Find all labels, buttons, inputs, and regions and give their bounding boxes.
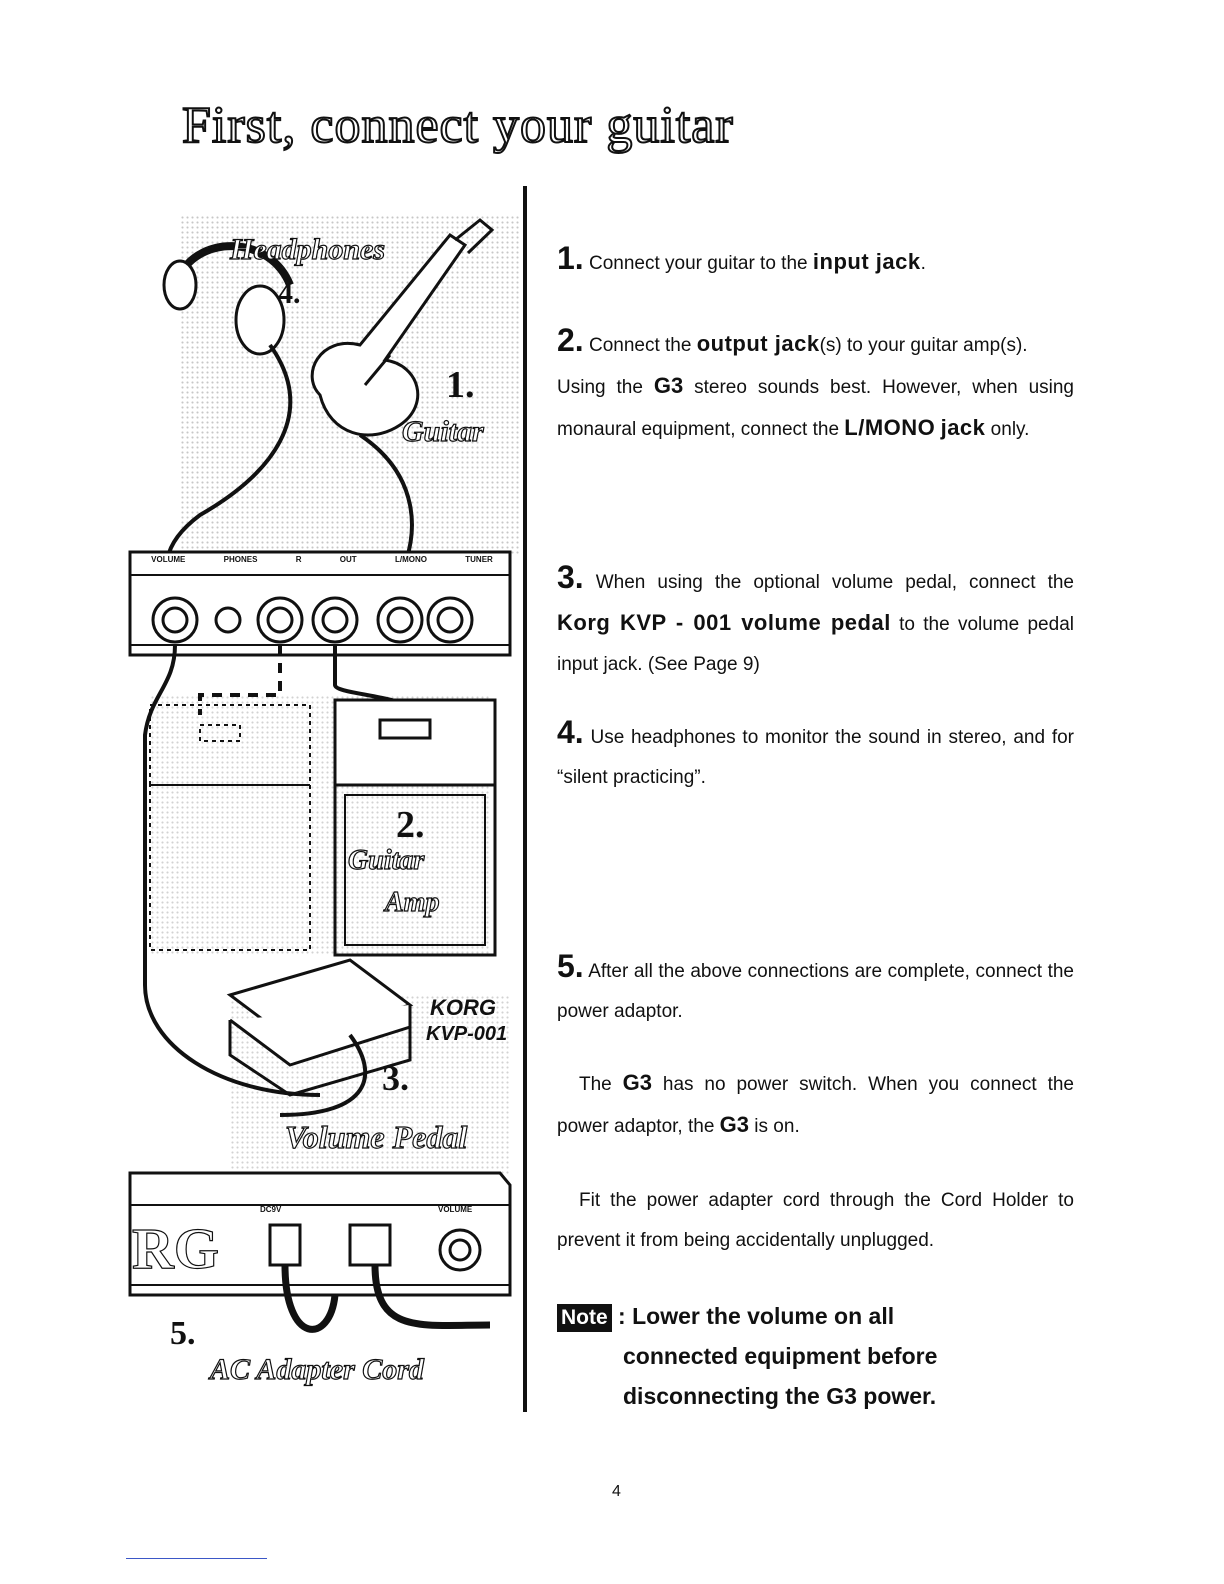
- brand-name: G3: [719, 1112, 750, 1137]
- brand-name: G3: [653, 373, 684, 398]
- step-emphasis: output jack: [696, 331, 820, 356]
- cord-holder-text: Fit the power adapter cord through the C…: [557, 1190, 1074, 1251]
- panel-label: R: [295, 555, 302, 564]
- pedal-label: Volume Pedal: [284, 1118, 468, 1155]
- headphones-icon: [176, 242, 294, 287]
- pedal-brand: KORG: [430, 995, 496, 1020]
- power-paragraph: The G3 has no power switch. When you con…: [557, 1063, 1074, 1147]
- panel-label: TUNER: [465, 555, 493, 564]
- panel-label: OUT: [339, 555, 357, 564]
- step-text: stereo sounds best. However, when using …: [557, 377, 1075, 440]
- second-amp-outline: [149, 704, 311, 951]
- step-4: 4. Use headphones to monitor the sound i…: [557, 712, 1074, 798]
- step-text: Use headphones to monitor the sound in s…: [557, 727, 1074, 788]
- step-text: After all the above connections are comp…: [557, 961, 1074, 1022]
- step-text: Connect the: [588, 335, 697, 356]
- step-emphasis-suffix: (s): [819, 335, 842, 356]
- step-number: 1.: [557, 240, 584, 276]
- column-divider: [523, 186, 527, 1412]
- panel-label: L/MONO: [394, 555, 427, 564]
- step-number: 3.: [557, 559, 584, 595]
- pedal-step-number: 3.: [382, 1058, 409, 1098]
- step-number: 5.: [557, 948, 584, 984]
- panel-label: VOLUME: [151, 555, 186, 564]
- step-text: Using the: [557, 377, 654, 398]
- guitar-label: Guitar: [401, 414, 484, 448]
- step-emphasis: Korg KVP - 001 volume pedal: [557, 610, 891, 635]
- step-text: only.: [985, 419, 1030, 440]
- footer-rule: [126, 1558, 267, 1559]
- page-number: 4: [612, 1483, 621, 1500]
- brand-name: G3: [826, 1383, 857, 1409]
- back-panel-label-volume: VOLUME: [438, 1205, 473, 1214]
- panel-label: PHONES: [223, 555, 258, 564]
- power-text: The: [579, 1074, 623, 1095]
- step-text: When using the optional volume pedal, co…: [595, 572, 1075, 593]
- panel-jack-labels: VOLUME PHONES R OUT L/MONO TUNER: [132, 555, 512, 564]
- step-number: 2.: [557, 322, 584, 358]
- back-panel-label-dc: DC9V: [260, 1205, 282, 1214]
- page-title: First, connect your guitar: [181, 96, 734, 155]
- step-text: Connect your guitar to the: [588, 253, 813, 274]
- step-5: 5. After all the above connections are c…: [557, 946, 1074, 1032]
- step-text: to your guitar amp(s).: [841, 335, 1028, 356]
- brand-name: G3: [622, 1070, 652, 1095]
- back-logo: RG: [131, 1215, 219, 1281]
- step-emphasis: input jack: [812, 249, 921, 274]
- g3-back-panel: [128, 1171, 512, 1297]
- guitar-icon: [310, 218, 495, 437]
- g3-unit-panel: [128, 550, 512, 657]
- headphones-label: Headphones: [229, 232, 386, 266]
- amp-label-guitar: Guitar: [347, 844, 425, 876]
- step-2: 2. Connect the output jack(s) to your gu…: [557, 320, 1074, 450]
- guitar-step-number: 1.: [446, 364, 475, 406]
- guitar-amp-icon: [333, 698, 497, 957]
- step-number: 4.: [557, 714, 584, 750]
- note-line-3: disconnecting the: [623, 1383, 827, 1409]
- diagram-drawing: [128, 218, 512, 1333]
- headphones-step-number: 4.: [278, 277, 301, 310]
- step-3: 3. When using the optional volume pedal,…: [557, 557, 1074, 685]
- connection-diagram: Headphones 4. 1. Guitar VOLUME PHONES R …: [120, 215, 520, 1415]
- adapter-label: AC Adapter Cord: [209, 1352, 424, 1386]
- note-badge: Note: [557, 1303, 612, 1332]
- adapter-step-number: 5.: [170, 1315, 196, 1352]
- note-line-1: : Lower the volume on all: [611, 1303, 895, 1329]
- note-block: Note : Lower the volume on all connected…: [557, 1296, 1074, 1416]
- amp-step-number: 2.: [396, 804, 425, 846]
- cord-holder-paragraph: Fit the power adapter cord through the C…: [557, 1181, 1074, 1261]
- step-emphasis: jack: [940, 415, 986, 440]
- power-text: is on.: [749, 1116, 800, 1137]
- step-emphasis: L/MONO: [844, 415, 936, 440]
- note-line-3-end: power.: [856, 1383, 937, 1409]
- volume-pedal-icon: [226, 958, 414, 1097]
- step-1: 1. Connect your guitar to the input jack…: [557, 238, 1074, 284]
- step-text: .: [920, 253, 926, 274]
- step-text: to the volume pedal input jack. (See Pag…: [557, 614, 1074, 675]
- note-line-2: connected equipment before: [623, 1343, 938, 1369]
- amp-label-amp: Amp: [384, 886, 440, 918]
- pedal-model: KVP-001: [426, 1023, 508, 1045]
- power-text: has no power switch. When you connect th…: [557, 1074, 1074, 1137]
